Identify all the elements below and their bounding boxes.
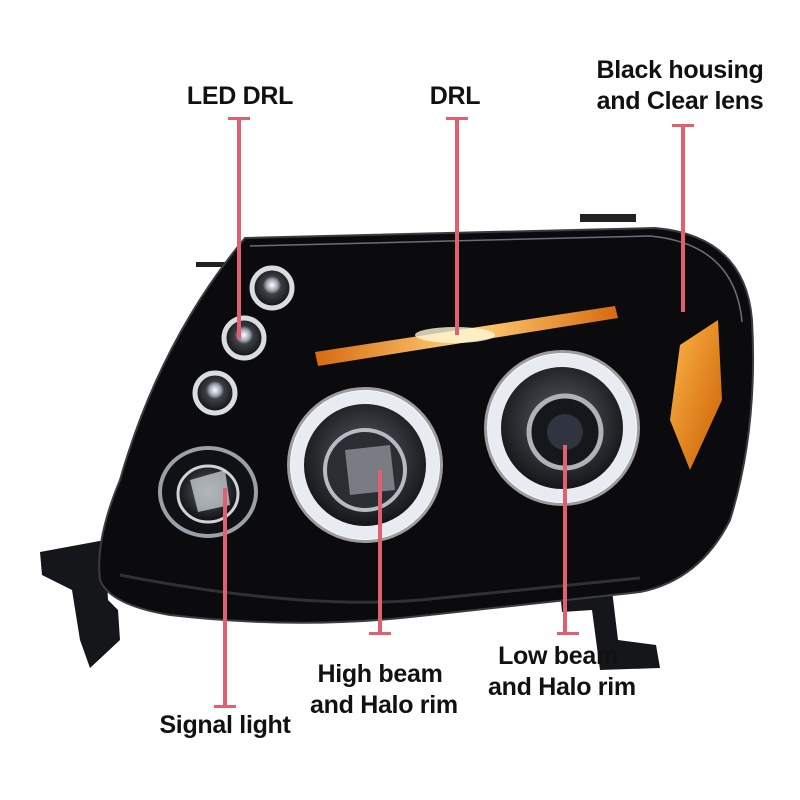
label-drl: DRL [429, 82, 481, 110]
amber-side-marker [670, 320, 722, 470]
label-signal-light: Signal light [159, 711, 291, 739]
low-beam-callout-line [563, 445, 567, 633]
label-low-beam: Low beam and Halo rim [488, 642, 636, 701]
signal-light-callout-line [223, 488, 227, 706]
black-housing-callout-line [681, 124, 685, 312]
led-drl-bulbs [192, 265, 295, 416]
low-beam-callout-bottom [557, 632, 579, 635]
led-drl-callout-line [237, 117, 241, 339]
label-led-drl: LED DRL [186, 82, 294, 110]
low-beam-projector [484, 350, 640, 506]
signal-light-bulb [158, 446, 258, 538]
high-beam-callout-bottom [369, 632, 391, 635]
signal-light-callout-bottom [214, 705, 236, 708]
label-black-housing: Black housing and Clear lens [596, 56, 764, 115]
high-beam-projector [287, 387, 443, 543]
label-high-beam: High beam and Halo rim [310, 660, 458, 719]
high-beam-callout-line [378, 470, 382, 633]
drl-callout-line [455, 117, 459, 335]
